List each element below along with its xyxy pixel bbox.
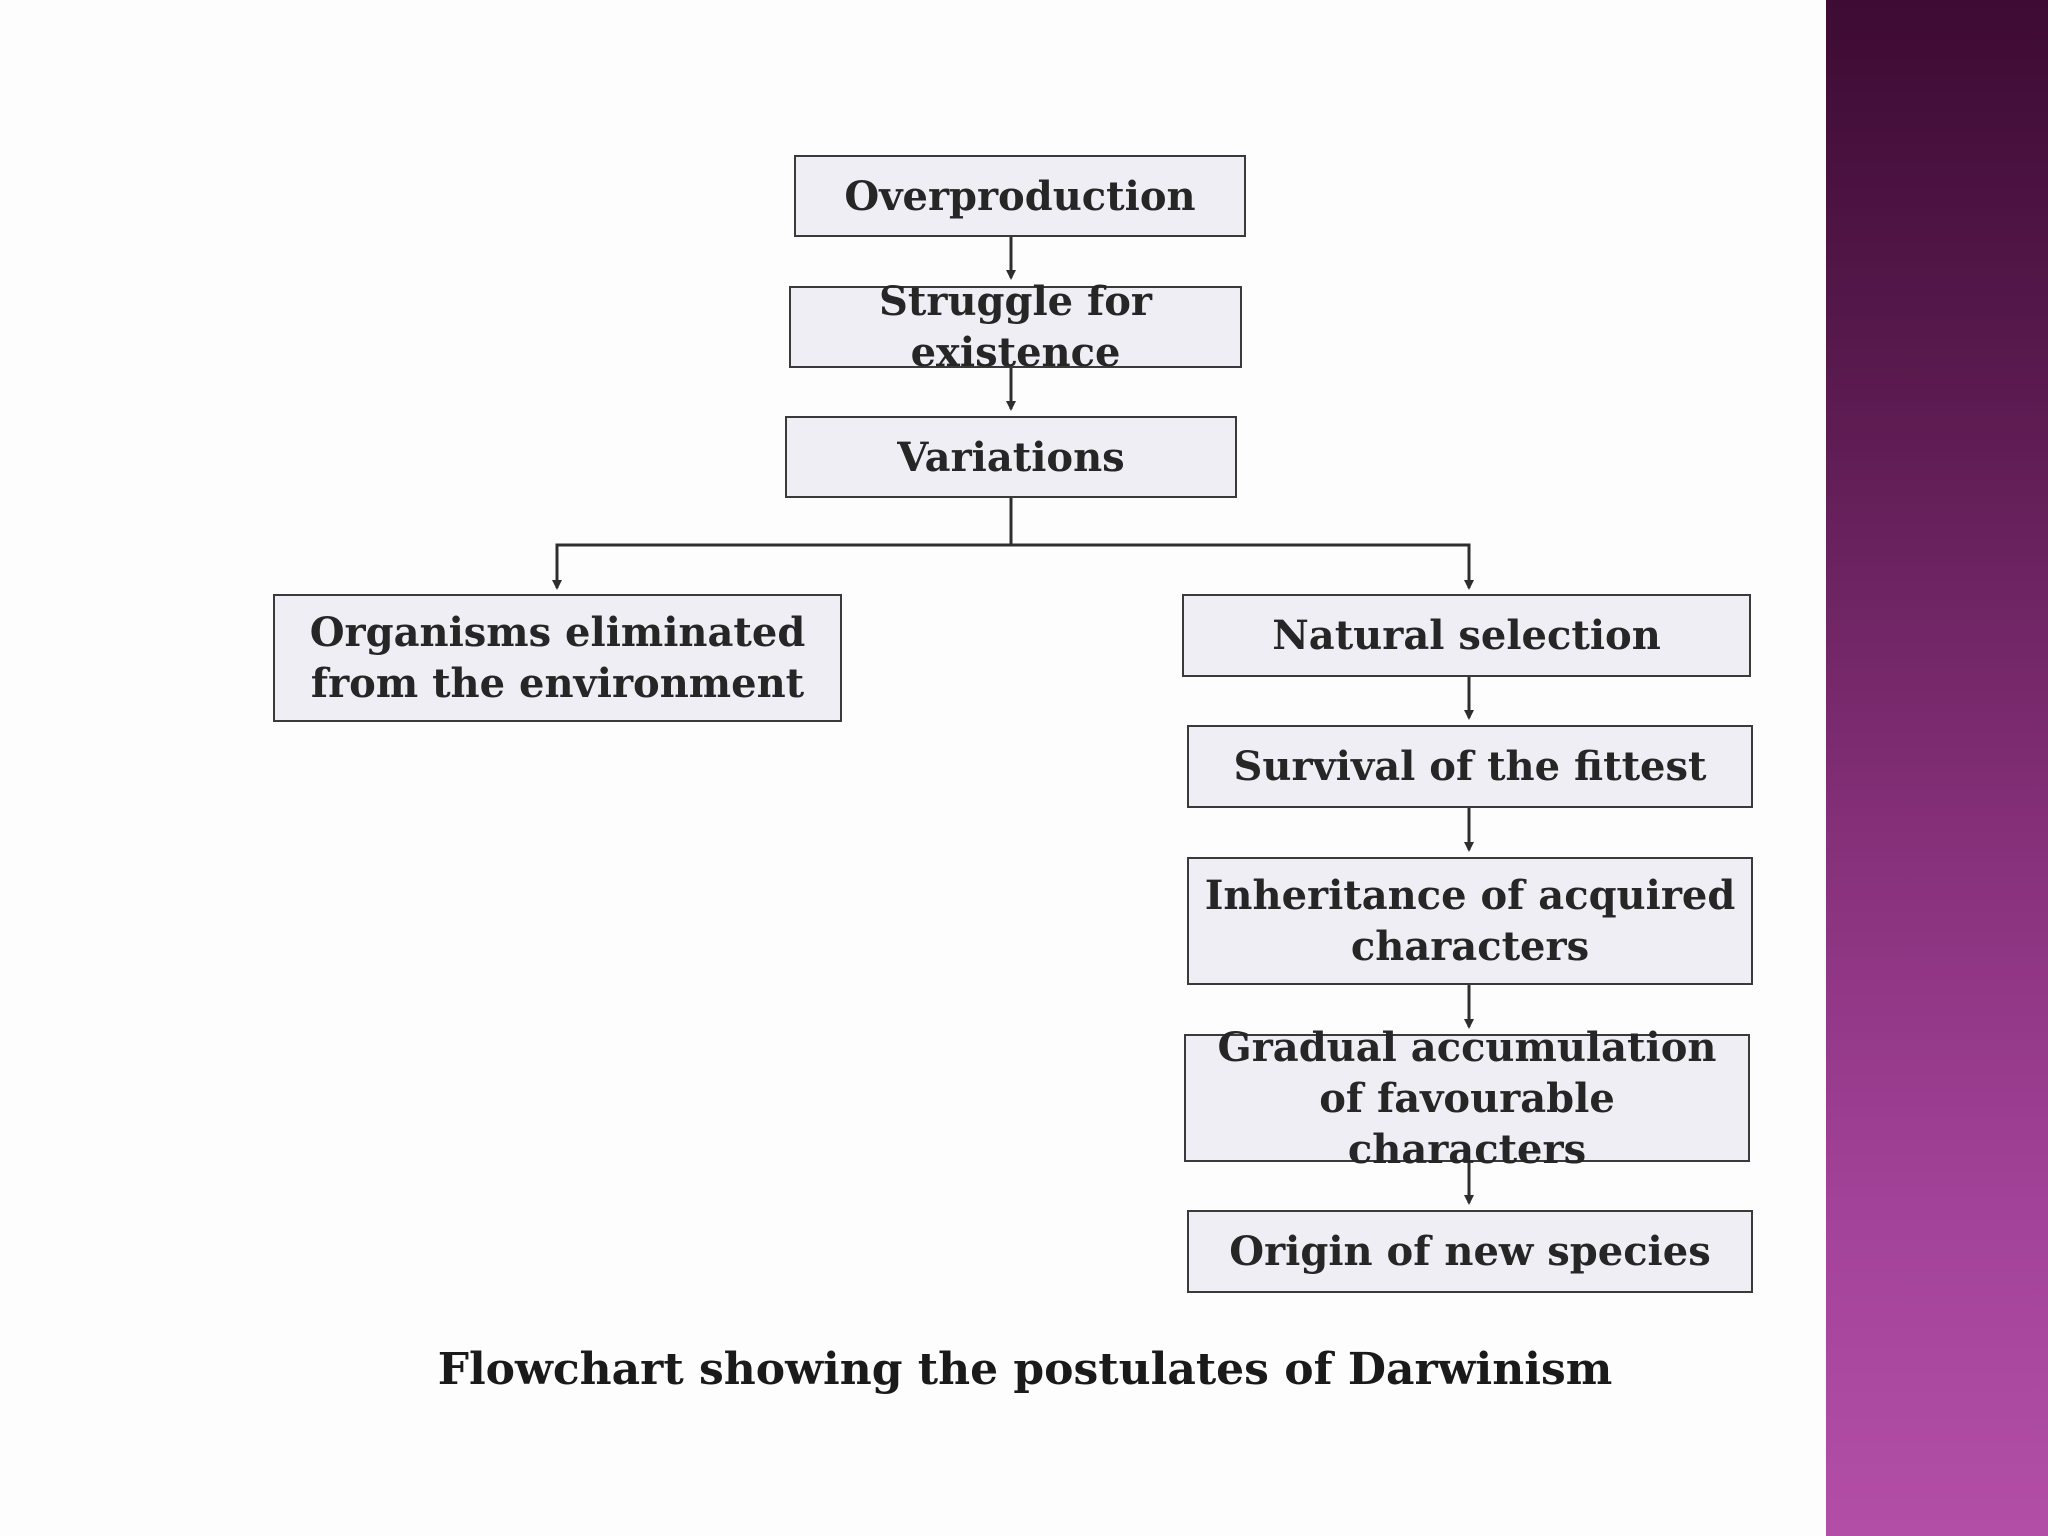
node-natural-selection: Natural selection [1182,594,1751,677]
branch-variations-split [555,543,1471,588]
node-inheritance-of-acquired-characters: Inheritance of acquired characters [1187,857,1753,985]
node-overproduction: Overproduction [794,155,1246,237]
node-survival-of-the-fittest: Survival of the fittest [1187,725,1753,808]
figure-caption: Flowchart showing the postulates of Darw… [437,1344,1613,1395]
node-gradual-accumulation: Gradual accumulation of favourable chara… [1184,1024,1750,1173]
decorative-side-band [1826,0,2048,1536]
node-organisms-eliminated: Organisms eliminated from the environmen… [273,594,842,722]
node-variations: Variations [785,416,1237,498]
node-origin-of-new-species: Origin of new species [1187,1210,1753,1293]
node-struggle-for-existence: Struggle for existence [789,278,1242,376]
connectors [552,237,1474,1205]
darwinism-flowchart: Overproduction Struggle for existence Va… [273,155,1753,1395]
